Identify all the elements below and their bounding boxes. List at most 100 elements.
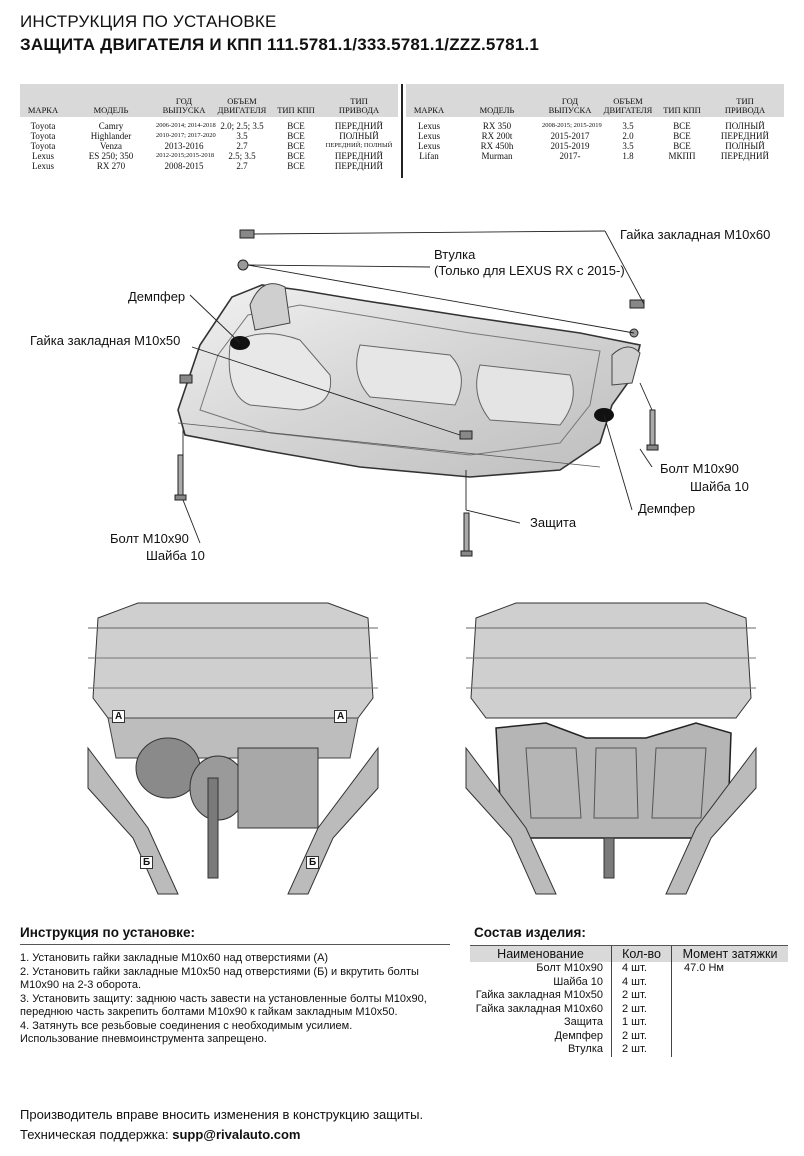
column-header: МОДЕЛЬ bbox=[93, 105, 129, 115]
composition-cell: 47.0 Нм bbox=[684, 962, 724, 974]
compatibility-cell: 3.5 bbox=[622, 141, 634, 151]
compatibility-cell: RX 350 bbox=[482, 121, 512, 131]
compatibility-cell: Murman bbox=[481, 151, 513, 161]
composition-cell: Демпфер bbox=[470, 1029, 612, 1043]
bushing bbox=[237, 259, 249, 271]
marker-b-right: Б bbox=[306, 856, 320, 869]
compatibility-cell: ПЕРЕДНИЙ bbox=[334, 151, 384, 161]
compatibility-cell: RX 270 bbox=[96, 161, 126, 171]
photo-after-install bbox=[465, 598, 757, 895]
column-header: ТИП ПРИВОДА bbox=[724, 96, 766, 115]
composition-cell: Шайба 10 bbox=[470, 975, 612, 989]
support-label: Техническая поддержка: bbox=[20, 1127, 169, 1142]
instruction-line: Использование пневмоинструмента запрещен… bbox=[20, 1033, 267, 1045]
label-bolt-left: Болт М10х90 bbox=[110, 531, 189, 546]
compatibility-cell: ПОЛНЫЙ bbox=[339, 131, 379, 141]
guard-exploded-view bbox=[174, 229, 659, 557]
composition-cell: 2 шт. bbox=[612, 1002, 672, 1016]
compatibility-cell: ПЕРЕДНИЙ; ПОЛНЫЙ bbox=[325, 142, 393, 149]
compatibility-cell: ВСЕ bbox=[287, 161, 305, 171]
compatibility-cell: 3.5 bbox=[236, 131, 248, 141]
composition-cell: Гайка закладная М10х50 bbox=[470, 989, 612, 1003]
composition-cell: 4 шт. bbox=[612, 962, 672, 976]
column-header: МОДЕЛЬ bbox=[479, 105, 515, 115]
column-header: ТИП КПП bbox=[663, 105, 701, 115]
column-header: ОБЪЕМ ДВИГАТЕЛЯ bbox=[217, 96, 267, 115]
compatibility-cell: Highlander bbox=[90, 131, 132, 141]
instructions-title: Инструкция по установке: bbox=[20, 925, 195, 940]
compatibility-cell: 2.7 bbox=[236, 161, 248, 171]
bolt-right bbox=[646, 409, 659, 451]
instruction-line: М10х90 на 2-3 оборота. bbox=[20, 979, 142, 991]
instructions-list: 1. Установить гайки закладные М10х60 над… bbox=[20, 952, 460, 1047]
compatibility-cell: ПОЛНЫЙ bbox=[725, 121, 765, 131]
compatibility-cell: 2013-2016 bbox=[164, 141, 204, 151]
column-header: ТИП ПРИВОДА bbox=[338, 96, 380, 115]
compatibility-cell: Lexus bbox=[32, 151, 54, 161]
composition-header-torque: Момент затяжки bbox=[682, 947, 778, 961]
compatibility-cell: Lexus bbox=[418, 131, 440, 141]
label-guard: Защита bbox=[530, 515, 577, 530]
photo-before-install: А А Б Б bbox=[87, 598, 379, 895]
label-bushing: Втулка bbox=[434, 247, 476, 262]
composition-header: Наименование Кол-во Момент затяжки bbox=[470, 945, 788, 962]
compatibility-cell: 2015-2019 bbox=[550, 141, 590, 151]
instruction-line: 2. Установить гайки закладные М10х50 над… bbox=[20, 965, 419, 978]
footer-note: Производитель вправе вносить изменения в… bbox=[20, 1107, 424, 1122]
compatibility-cell: ВСЕ bbox=[287, 131, 305, 141]
support-email[interactable]: supp@rivalauto.com bbox=[172, 1127, 301, 1142]
composition-cell bbox=[672, 976, 788, 990]
composition-table: Наименование Кол-во Момент затяжки Болт … bbox=[470, 945, 788, 1057]
footer-support: Техническая поддержка: supp@rivalauto.co… bbox=[20, 1127, 300, 1142]
composition-cell: 4 шт. bbox=[612, 975, 672, 989]
compatibility-cell: 2.0 bbox=[622, 131, 634, 141]
compatibility-cell: 2.0; 2.5; 3.5 bbox=[220, 121, 264, 131]
compatibility-cell: 2008-2015; 2015-2019 bbox=[542, 122, 602, 129]
compatibility-cell: Camry bbox=[98, 121, 124, 131]
composition-cell bbox=[672, 1003, 788, 1017]
compatibility-cell: RX 450h bbox=[480, 141, 514, 151]
compatibility-cell: 1.8 bbox=[622, 151, 634, 161]
composition-cell: 2 шт. bbox=[612, 989, 672, 1003]
compatibility-cell: Venza bbox=[100, 141, 122, 151]
compatibility-cell: ES 250; 350 bbox=[88, 151, 134, 161]
composition-cell: Втулка bbox=[470, 1043, 612, 1057]
page-title: ИНСТРУКЦИЯ ПО УСТАНОВКЕ bbox=[20, 12, 277, 31]
compatibility-cell: ПЕРЕДНИЙ bbox=[334, 121, 384, 131]
composition-cell: Гайка закладная М10х60 bbox=[470, 1002, 612, 1016]
composition-cell: 2 шт. bbox=[612, 1029, 672, 1043]
label-washer-left: Шайба 10 bbox=[146, 548, 205, 563]
nut-m10x50 bbox=[459, 430, 473, 440]
nut-m10x50 bbox=[179, 374, 193, 384]
column-header: ГОД ВЫПУСКА bbox=[162, 96, 206, 115]
nut-m10x60 bbox=[239, 229, 255, 239]
label-washer-right: Шайба 10 bbox=[690, 479, 749, 494]
compatibility-cell: 2008-2015 bbox=[164, 161, 204, 171]
compatibility-cell: ВСЕ bbox=[287, 151, 305, 161]
composition-header-name: Наименование bbox=[470, 946, 612, 962]
compatibility-cell: 2006-2014; 2014-2018 bbox=[156, 122, 216, 129]
nut-m10x60 bbox=[629, 299, 645, 309]
bolt-middle bbox=[460, 512, 473, 557]
composition-cell: 1 шт. bbox=[612, 1016, 672, 1030]
label-damper-right: Демпфер bbox=[638, 501, 696, 516]
instruction-line: 4. Затянуть все резьбовые соединения с н… bbox=[20, 1019, 353, 1032]
marker-a-left: А bbox=[112, 710, 126, 723]
compatibility-cell: 2010-2017; 2017-2020 bbox=[156, 132, 216, 139]
compatibility-cell: ВСЕ bbox=[673, 121, 691, 131]
compatibility-cell: Toyota bbox=[30, 131, 56, 141]
marker-b-left: Б bbox=[140, 856, 154, 869]
label-nut-m10x60: Гайка закладная М10х60 bbox=[620, 227, 771, 242]
compatibility-cell: Toyota bbox=[30, 141, 56, 151]
composition-header-qty: Кол-во bbox=[612, 946, 672, 962]
compatibility-cell: Lexus bbox=[32, 161, 54, 171]
label-bushing-note: (Только для LEXUS RX с 2015-) bbox=[434, 263, 625, 278]
